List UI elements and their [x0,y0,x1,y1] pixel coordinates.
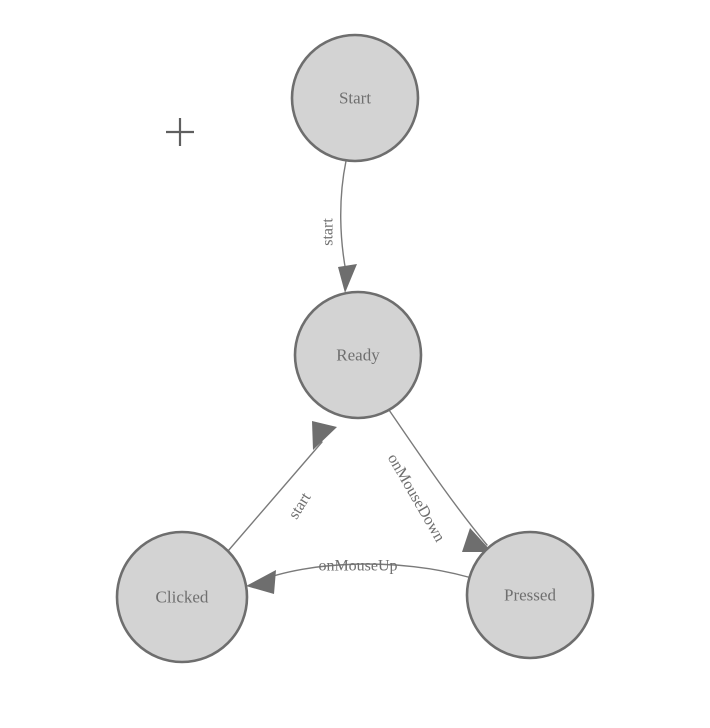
edge-start-to-ready-path[interactable] [340,160,347,273]
node-clicked[interactable]: Clicked [115,530,249,664]
edge-pressed-to-clicked-path[interactable] [255,563,469,583]
plus-marker-icon [166,118,194,146]
edge-ready-to-pressed-path[interactable] [388,409,488,546]
node-start-label: Start [339,89,371,108]
edge-pressed-to-clicked[interactable]: onMouseUp [246,558,469,595]
node-pressed-label: Pressed [504,586,556,605]
node-pressed[interactable]: Pressed [465,530,595,660]
node-clicked-label: Clicked [156,588,209,607]
edge-pressed-to-clicked-arrowhead [246,570,276,594]
edge-label-clicked-to-ready: start [285,489,314,522]
node-clicked-circle[interactable] [115,530,249,664]
edge-label-start-to-ready: start [320,218,337,246]
edge-clicked-to-ready[interactable]: start [227,421,337,552]
node-ready-label: Ready [336,346,380,365]
edge-ready-to-pressed-arrowhead [462,528,492,552]
edge-label-ready-to-pressed: onMouseDown [384,451,448,545]
node-ready-circle[interactable] [293,290,423,420]
edge-clicked-to-ready-path[interactable] [227,441,323,552]
edge-label-pressed-to-clicked: onMouseUp [318,558,397,575]
node-start-circle[interactable] [290,33,420,163]
node-ready[interactable]: Ready [293,290,423,420]
node-start[interactable]: Start [290,33,420,163]
edge-start-to-ready[interactable]: start [320,160,358,293]
node-pressed-circle[interactable] [465,530,595,660]
edge-clicked-to-ready-arrowhead [312,421,337,450]
edge-start-to-ready-arrowhead [338,264,357,293]
edge-ready-to-pressed[interactable]: onMouseDown [384,409,492,552]
